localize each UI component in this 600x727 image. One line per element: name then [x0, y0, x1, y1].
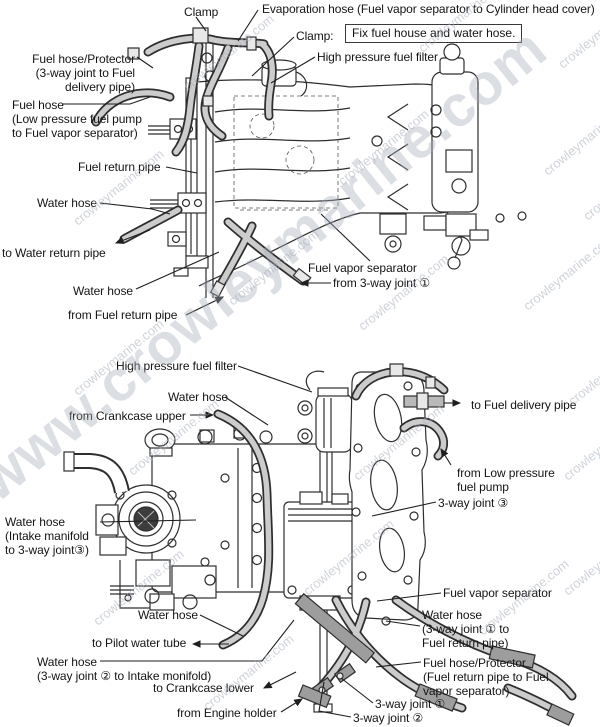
- label-clamp-top: Clamp: [184, 5, 219, 19]
- label-from-low-pressure-fuel-pump: from Low pressure fuel pump: [457, 466, 555, 495]
- label-evaporation-hose: Evaporation hose (Fuel vapor separator t…: [262, 2, 595, 16]
- label-water-hose-3way1: Water hose (3-way joint ① to Fuel return…: [422, 608, 510, 651]
- label-3way-joint-1: 3-way joint ①: [375, 697, 446, 711]
- label-high-pressure-fuel-filter-bottom: High pressure fuel filter: [116, 359, 237, 373]
- label-clamp-note: Clamp:: [296, 29, 334, 43]
- label-to-water-return-pipe: to Water return pipe: [2, 246, 106, 260]
- label-to-pilot-water-tube: to Pilot water tube: [92, 636, 187, 650]
- label-fuel-hose-low-pressure: Fuel hose (Low pressure fuel pump to Fue…: [12, 98, 142, 141]
- label-fuel-hose-protector-top: Fuel hose/Protector (3-way joint to Fuel…: [32, 52, 135, 95]
- label-water-hose-lower: Water hose: [73, 284, 133, 298]
- label-to-fuel-delivery-pipe: to Fuel delivery pipe: [471, 398, 577, 412]
- label-fuel-vapor-separator-top: Fuel vapor separator: [308, 261, 417, 275]
- label-from-fuel-return-pipe: from Fuel return pipe: [68, 308, 178, 322]
- top-hoses: [91, 27, 312, 298]
- label-fuel-hose-protector-bottom: Fuel hose/Protector (Fuel return pipe to…: [423, 656, 549, 699]
- bottom-hoses: [213, 363, 577, 726]
- label-water-hose-upper: Water hose: [37, 196, 97, 210]
- label-3way-joint-3: 3-way joint ③: [438, 496, 509, 510]
- clamp-note-box: Fix fuel house and water hose.: [345, 24, 523, 43]
- label-water-hose-mid: Water hose: [138, 608, 198, 622]
- label-from-engine-holder: from Engine holder: [177, 706, 277, 720]
- label-fuel-vapor-separator-bottom: Fuel vapor separator: [443, 586, 552, 600]
- label-water-hose-top-bottomview: Water hose: [168, 390, 228, 404]
- label-high-pressure-fuel-filter-top: High pressure fuel filter: [317, 50, 438, 64]
- label-water-hose-3way2: Water hose (3-way joint ② to Intake moni…: [37, 655, 212, 684]
- label-to-crankcase-lower: to Crankcase lower: [153, 681, 254, 695]
- label-from-crankcase-upper: from Crankcase upper: [69, 409, 186, 423]
- label-fuel-return-pipe: Fuel return pipe: [78, 160, 161, 174]
- label-3way-joint-2: 3-way joint ②: [353, 711, 424, 725]
- label-water-hose-intake-manifold: Water hose (Intake manifold to 3-way joi…: [5, 515, 89, 558]
- top-engine-drawing: [148, 42, 527, 298]
- label-from-3way-joint-1: from 3-way joint ①: [333, 276, 430, 290]
- leader-lines: [62, 9, 462, 718]
